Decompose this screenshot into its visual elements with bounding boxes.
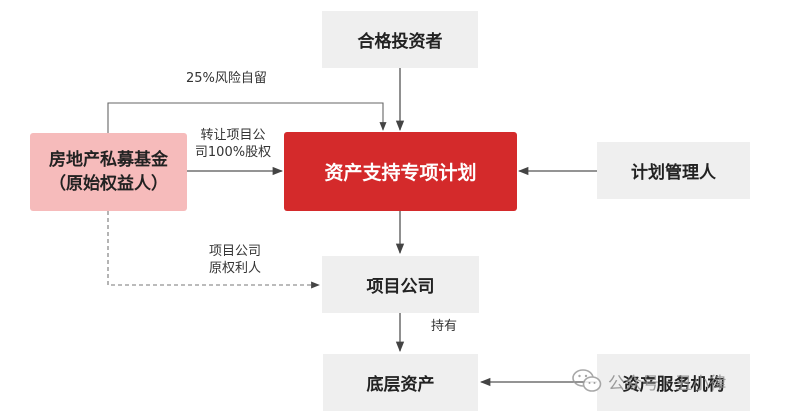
edge-label-equity-transfer: 转让项目公 司100%股权 — [188, 127, 278, 161]
node-manager-label: 计划管理人 — [631, 163, 716, 183]
edge-label-risk-retention: 25%风险自留 — [186, 71, 267, 86]
edge-label-transfer-line1: 转让项目公 — [200, 128, 266, 143]
arrow-risk-retention — [107, 102, 387, 133]
node-project-company-label: 项目公司 — [366, 277, 435, 297]
edge-label-original-owner: 项目公司 原权利人 — [195, 243, 275, 277]
node-servicer-label: 资产服务机构 — [622, 375, 725, 395]
node-assets-label: 底层资产 — [366, 375, 435, 395]
node-fund-label-line2: （原始权益人） — [49, 174, 168, 194]
edge-label-holds: 持有 — [431, 319, 458, 334]
node-qualified-investors-label: 合格投资者 — [357, 32, 443, 52]
node-qualified-investors: 合格投资者 — [322, 11, 478, 68]
arrow-original-owner — [107, 211, 320, 289]
node-plan-manager: 计划管理人 — [597, 142, 750, 199]
node-fund-label-line1: 房地产私募基金 — [49, 150, 168, 170]
node-asset-support-plan: 资产支持专项计划 — [284, 132, 517, 211]
node-asset-servicer: 资产服务机构 — [597, 354, 750, 411]
node-real-estate-fund: 房地产私募基金 （原始权益人） — [30, 133, 187, 211]
watermark: 公众号 · 丑小律 — [572, 368, 726, 394]
wechat-icon — [572, 369, 602, 392]
edge-label-transfer-line2: 司100%股权 — [194, 145, 272, 160]
node-underlying-assets: 底层资产 — [323, 354, 478, 411]
edge-label-original-line2: 原权利人 — [208, 261, 261, 276]
watermark-text: 公众号 · 丑小律 — [608, 373, 727, 394]
node-project-company: 项目公司 — [322, 256, 479, 313]
edge-label-original-line1: 项目公司 — [208, 244, 261, 259]
node-plan-label: 资产支持专项计划 — [324, 162, 477, 184]
